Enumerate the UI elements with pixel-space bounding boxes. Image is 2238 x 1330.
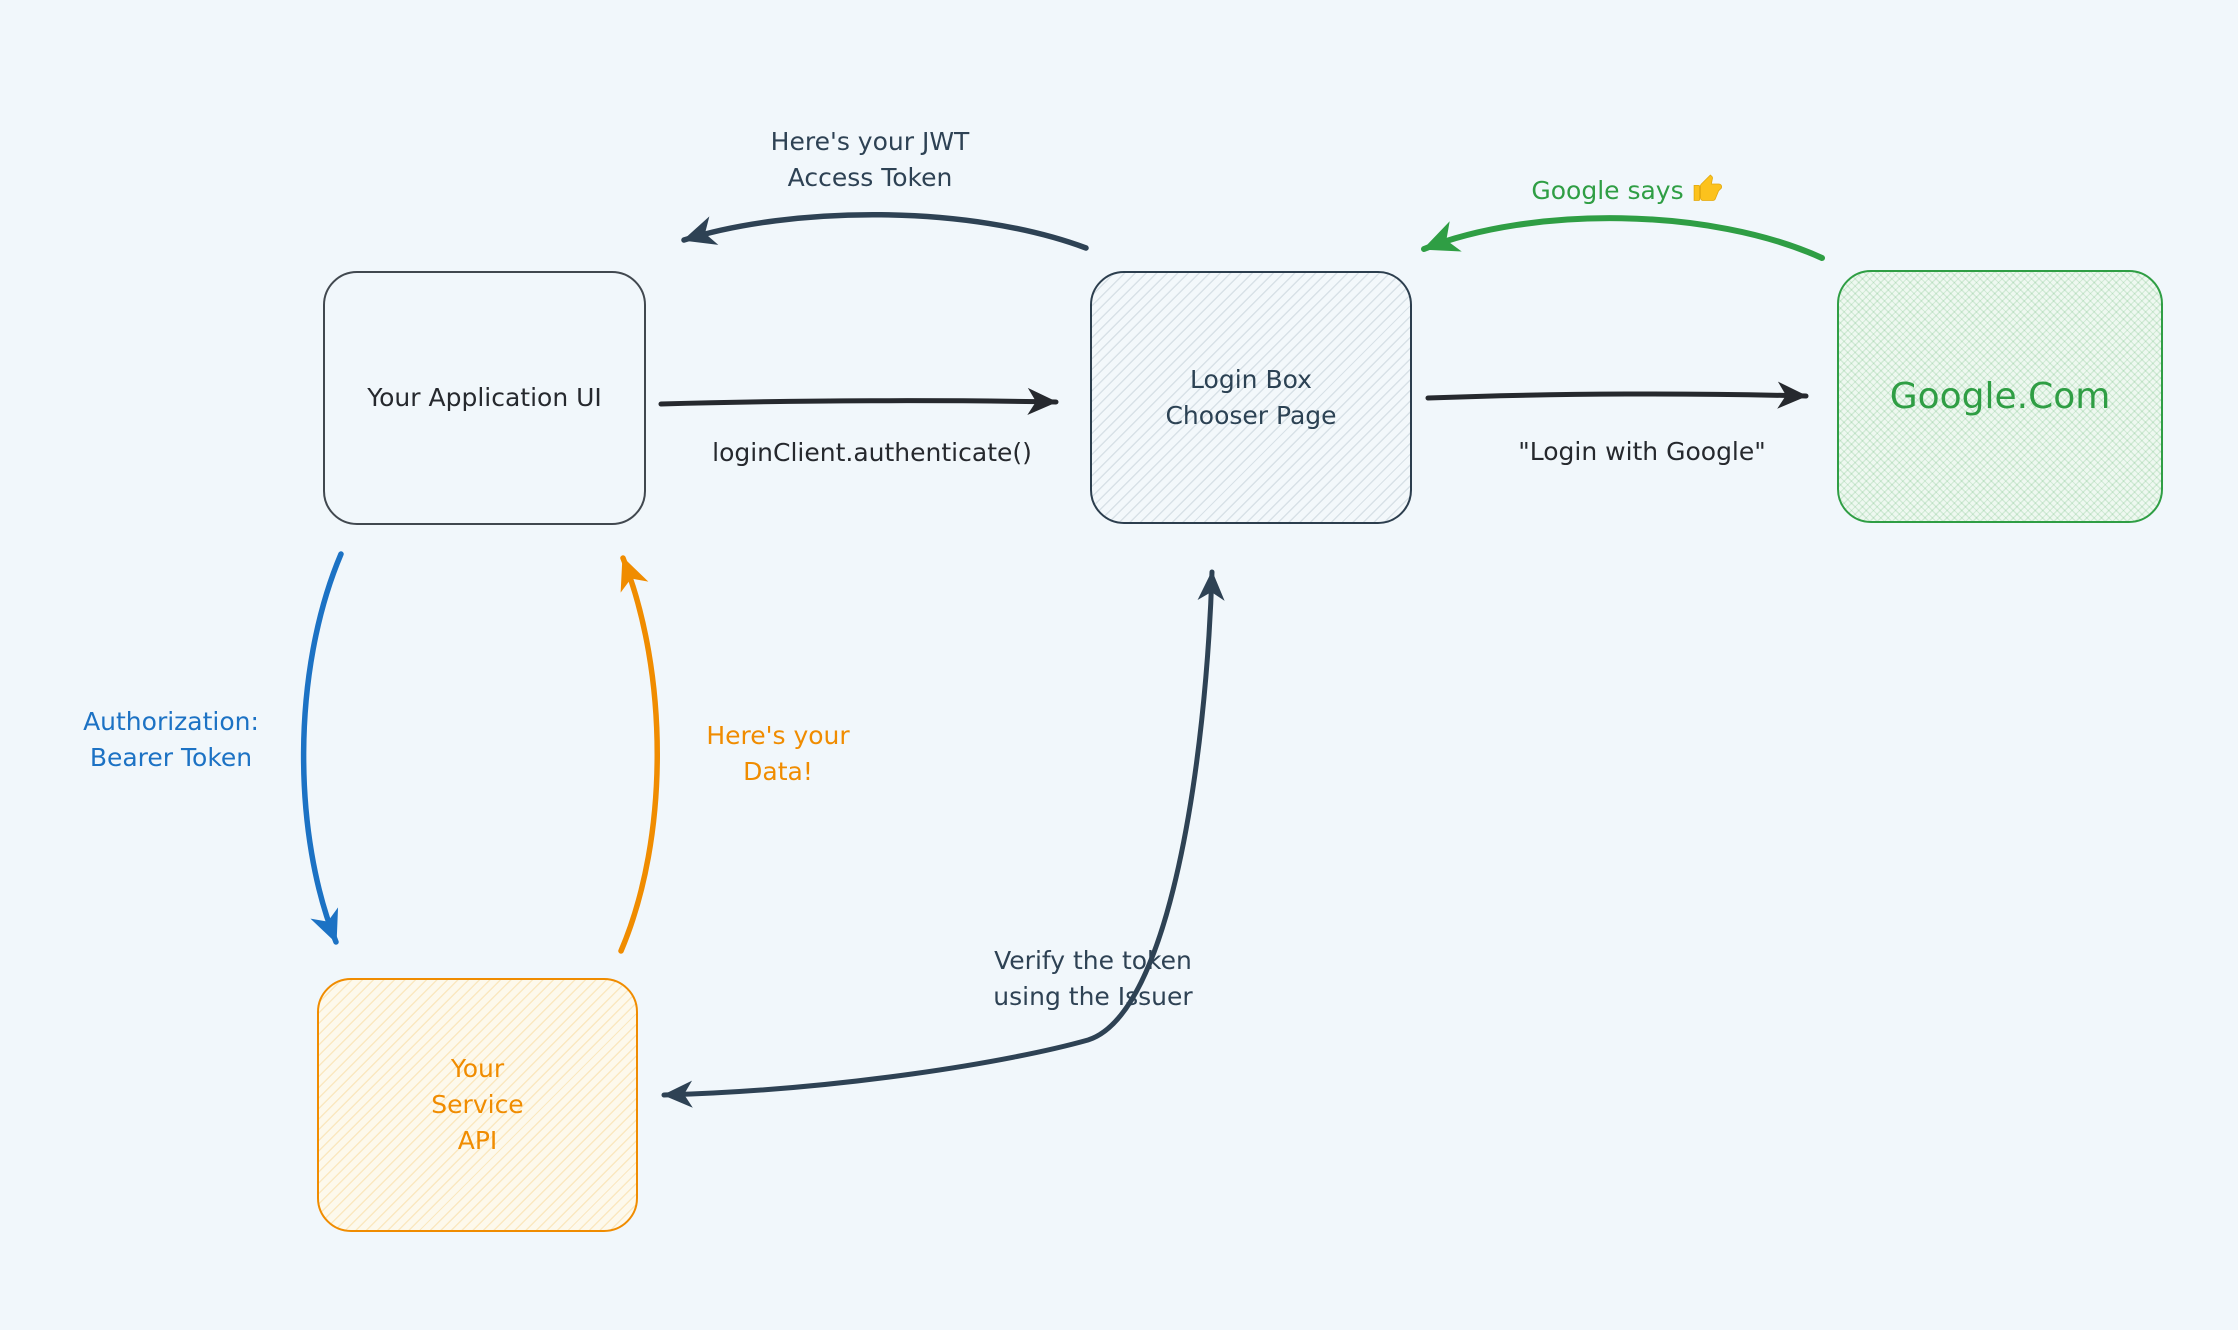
label-authorization-bearer-token: Authorization: Bearer Token xyxy=(83,707,259,772)
label-google-says-text: Google says xyxy=(1531,176,1684,205)
label-heres-your-data: Here's your Data! xyxy=(706,721,850,786)
arrow-verify-token xyxy=(661,569,1225,1108)
label-authenticate: loginClient.authenticate() xyxy=(712,438,1032,467)
arrow-jwt-access-token xyxy=(681,211,1089,251)
arrow-authenticate xyxy=(658,387,1059,416)
node-your-service-api-label: Your Service API xyxy=(431,1054,524,1155)
label-login-with-google: "Login with Google" xyxy=(1518,437,1766,466)
label-verify-token: Verify the token using the Issuer xyxy=(993,946,1193,1011)
node-login-box-chooser-page: Login Box Chooser Page xyxy=(1090,271,1412,524)
node-your-application-ui-label: Your Application UI xyxy=(367,383,602,412)
node-your-application-ui: Your Application UI xyxy=(323,271,646,525)
arrow-login-with-google xyxy=(1425,381,1809,409)
node-your-service-api: Your Service API xyxy=(317,978,638,1232)
thumbs-up-icon xyxy=(1692,173,1725,206)
arrow-google-says xyxy=(1421,215,1825,261)
node-google-com: Google.Com xyxy=(1837,270,2163,523)
node-google-com-label: Google.Com xyxy=(1889,375,2111,417)
node-login-box-chooser-page-label: Login Box Chooser Page xyxy=(1165,364,1337,430)
label-google-says: Google says xyxy=(1531,137,1724,209)
arrow-bearer-token xyxy=(300,551,344,945)
label-jwt-access-token: Here's your JWT Access Token xyxy=(770,127,970,192)
arrow-heres-your-data xyxy=(618,555,660,954)
